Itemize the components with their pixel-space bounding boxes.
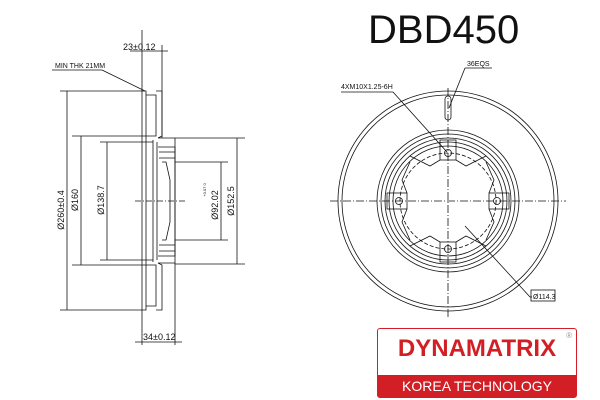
vanes-label: 36EQS (467, 61, 490, 68)
thread-label: 4XM10X1.25-6H (341, 84, 393, 91)
brand-name: DYNAMATRIX (397, 335, 557, 362)
bolt-hole-bottom (444, 245, 452, 253)
center-bore-label: Ø92.02 (210, 190, 220, 220)
thickness-label: 23±0.12 (123, 42, 155, 52)
d152-label: Ø152.5 (226, 186, 236, 216)
min-thickness-label: MIN THK 21MM (55, 63, 105, 70)
height-label: 34±0.12 (143, 332, 175, 342)
bolt-hole-right (493, 197, 501, 205)
d138-label: Ø138.7 (96, 185, 106, 215)
part-number-title: DBD450 (368, 8, 520, 52)
dynamatrix-logo: DYNAMATRIX ® KOREA TECHNOLOGY (377, 328, 577, 398)
d160-label: Ø160 (70, 189, 80, 211)
bolt-hole-left (395, 197, 403, 205)
front-view (330, 67, 566, 318)
brand-tagline: KOREA TECHNOLOGY (378, 375, 576, 397)
registered-mark: ® (566, 331, 572, 340)
outer-diameter-label: Ø260±0.4 (56, 190, 66, 229)
side-view (52, 30, 245, 345)
bolt-hole-top (444, 149, 452, 157)
center-bore-tolerance: +0.07 0 (202, 183, 207, 197)
pcd-label: Ø114.3 (533, 294, 556, 301)
